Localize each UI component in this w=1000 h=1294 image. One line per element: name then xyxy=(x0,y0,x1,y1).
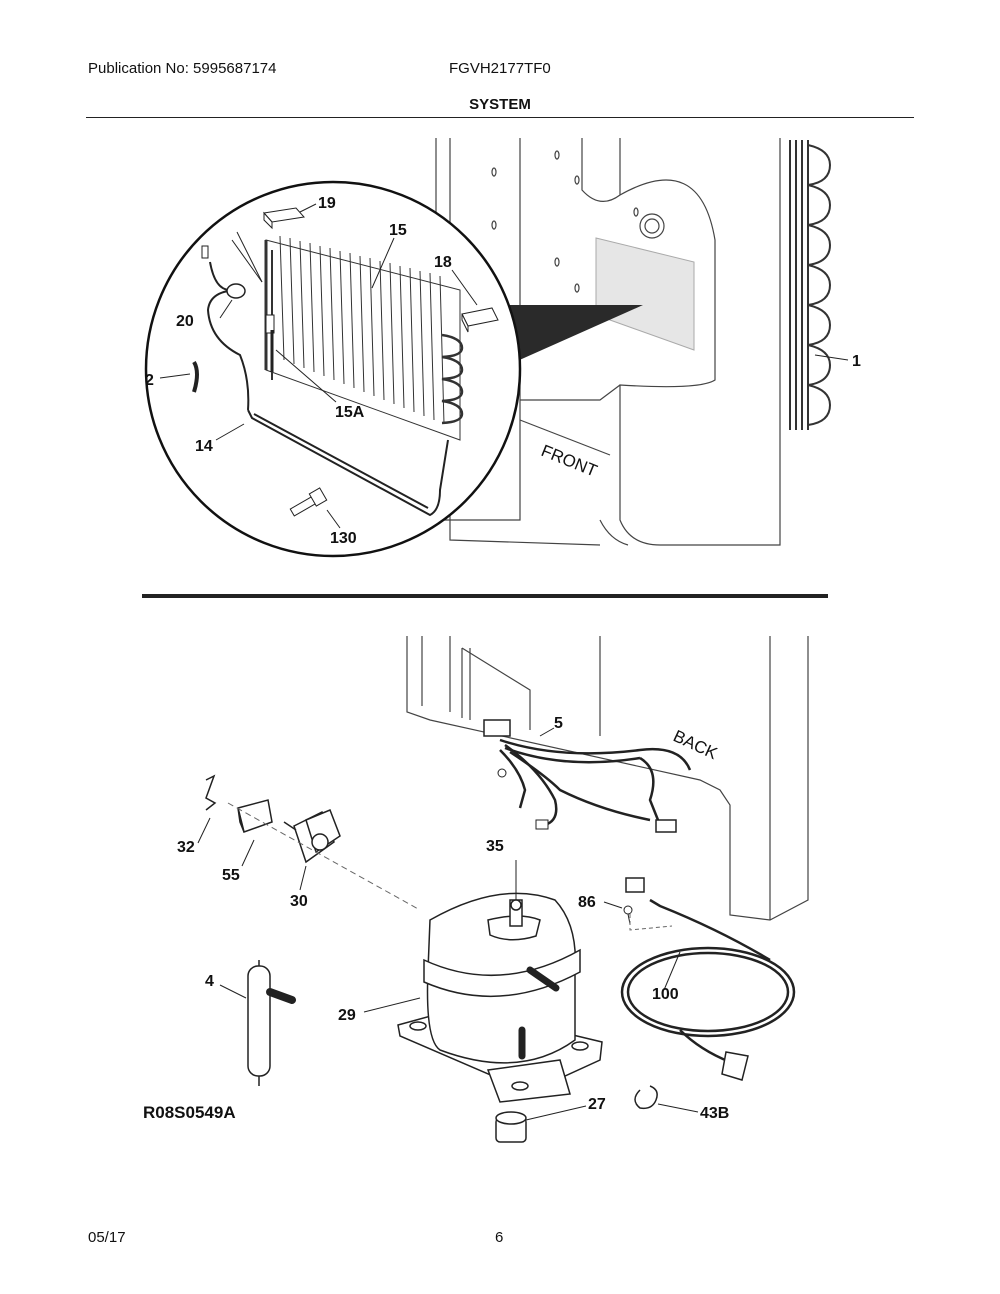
fuse-part xyxy=(265,314,275,334)
callout-2: 2 xyxy=(145,372,154,389)
section-divider xyxy=(142,594,828,598)
wire-probe-2 xyxy=(231,239,263,283)
callout-27: 27 xyxy=(588,1096,606,1113)
evaporator-cover-panel xyxy=(595,237,695,351)
relay-leaders xyxy=(197,817,307,891)
drawing-code: R08S0549A xyxy=(143,1103,236,1122)
footer-date: 05/17 xyxy=(88,1229,126,1246)
leader-86 xyxy=(603,901,623,909)
publication-number: Publication No: 5995687174 xyxy=(88,60,277,77)
callout-20: 20 xyxy=(176,313,194,330)
back-label: BACK xyxy=(670,726,721,763)
callout-100: 100 xyxy=(652,986,679,1003)
harness-ground xyxy=(497,768,507,778)
callout-130: 130 xyxy=(330,530,357,547)
drier-4 xyxy=(247,960,296,1086)
callout-19: 19 xyxy=(318,195,336,212)
callout-86: 86 xyxy=(578,894,596,911)
leader-29 xyxy=(363,997,421,1013)
leader-4 xyxy=(219,984,247,999)
harness-terminal xyxy=(535,819,549,830)
callout-29: 29 xyxy=(338,1007,356,1024)
compressor-29 xyxy=(397,892,603,1103)
header-rule xyxy=(86,117,914,118)
leader-27 xyxy=(525,1105,587,1121)
callout-4: 4 xyxy=(205,973,214,990)
part-30-relay xyxy=(283,809,341,864)
leader-43b xyxy=(657,1103,699,1113)
part-19-side xyxy=(263,211,273,230)
part-130-fitting xyxy=(289,487,328,517)
callout-43b: 43B xyxy=(700,1105,729,1122)
callout-1: 1 xyxy=(852,353,861,370)
leader-100 xyxy=(663,951,681,991)
assembly-line xyxy=(227,802,421,911)
upper-leaders xyxy=(159,203,478,529)
page-number: 6 xyxy=(495,1229,504,1246)
callout-15: 15 xyxy=(389,222,407,239)
callout-18: 18 xyxy=(434,254,452,271)
harness-plug xyxy=(655,819,677,833)
screw-86 xyxy=(623,905,633,925)
grommet-27 xyxy=(495,1111,527,1143)
thermostat-part-20 xyxy=(226,283,246,299)
harness-connector xyxy=(483,719,511,737)
condenser-coil xyxy=(789,140,832,430)
part-55-overload xyxy=(237,799,273,833)
wire-probe xyxy=(236,231,263,283)
part-2-clip xyxy=(192,360,199,393)
callout-15a: 15A xyxy=(335,404,365,421)
callout-14: 14 xyxy=(195,438,213,455)
callout-30: 30 xyxy=(290,893,308,910)
power-cord-100 xyxy=(620,898,796,1064)
leader-5 xyxy=(539,727,555,737)
plug xyxy=(721,1051,749,1081)
model-number: FGVH2177TF0 xyxy=(449,60,551,77)
defrost-wiring xyxy=(206,261,449,517)
callout-35: 35 xyxy=(486,838,504,855)
wire-harness-5 xyxy=(499,738,692,827)
screw-guide xyxy=(629,914,673,931)
section-title: SYSTEM xyxy=(469,96,531,113)
cabinet-lower xyxy=(406,636,809,921)
detail-pointer xyxy=(505,305,643,362)
clip-43b xyxy=(634,1085,658,1110)
callout-32: 32 xyxy=(177,839,195,856)
part-18-side xyxy=(461,313,469,333)
cord-connector xyxy=(625,877,645,893)
connector-tip xyxy=(201,245,209,259)
callout-55: 55 xyxy=(222,867,240,884)
callout-5: 5 xyxy=(554,715,563,732)
leader-1 xyxy=(814,354,849,361)
part-32-clip xyxy=(205,774,217,811)
